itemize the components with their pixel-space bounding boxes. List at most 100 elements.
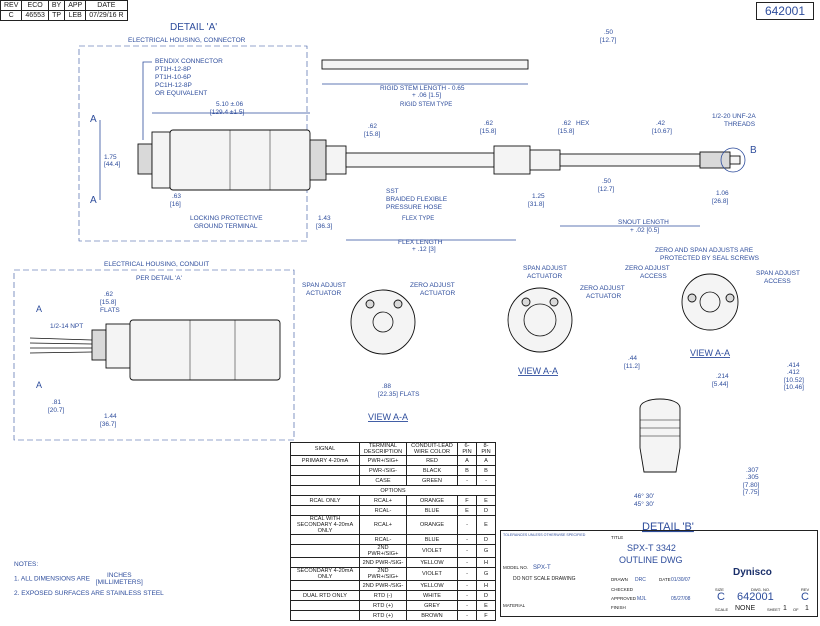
table-cell — [290, 600, 360, 611]
connector-line-2: PT1H-12-8P — [155, 66, 191, 73]
wire-header-color: CONDUIT-LEAD WIRE COLOR — [406, 442, 458, 456]
dim-143: 1.43 — [318, 215, 331, 222]
detail-b-dim-305: .305 — [746, 474, 759, 481]
table-cell: GREY — [406, 600, 458, 611]
table-cell — [290, 505, 360, 516]
dim-125: 1.25 — [532, 193, 545, 200]
hex-label: HEX — [576, 120, 590, 127]
detail-b-angle-1: 46° 30' — [634, 492, 654, 500]
table-cell: CASE — [359, 475, 407, 486]
view3-header-1: ZERO AND SPAN ADJUSTS ARE — [655, 247, 754, 254]
wiring-table: SIGNAL TERMINAL DESCRIPTION CONDUIT-LEAD… — [290, 442, 496, 621]
view1-zero-screw — [393, 299, 403, 309]
size-value: C — [717, 591, 725, 603]
approved-label: APPROVED — [611, 596, 637, 601]
view1-zero-1: ZERO ADJUST — [410, 282, 455, 289]
rev-value-tb: C — [801, 591, 809, 603]
table-cell: - — [476, 475, 496, 486]
table-cell: E — [476, 495, 496, 506]
wire-header-terminal: TERMINAL DESCRIPTION — [359, 442, 407, 456]
view2-connector — [523, 303, 557, 337]
model-label: MODEL NO. — [503, 565, 529, 570]
table-cell: SECONDARY 4-20mA ONLY — [290, 567, 360, 581]
sheet-value: 1 — [783, 605, 787, 612]
table-cell: E — [476, 515, 496, 535]
connector-line-3: PT1H-10-6P — [155, 74, 191, 81]
detail-a-housing-label: ELECTRICAL HOUSING, CONNECTOR — [128, 37, 246, 44]
threads-line-1: 1/2-20 UNF-2A — [712, 113, 756, 120]
table-cell: H — [476, 580, 496, 591]
view1-span-screw — [365, 299, 375, 309]
table-cell — [290, 610, 360, 621]
sheet-label: SHEET — [767, 607, 781, 612]
note-2: 2. EXPOSED SURFACES ARE STAINLESS STEEL — [14, 589, 164, 597]
view3-connector — [699, 291, 721, 313]
wire-header-8pin: 8-PIN — [476, 442, 496, 456]
detail-b-dim-44: .44 — [628, 355, 637, 362]
dim-63-mm: [16] — [170, 201, 181, 208]
sst-line-2: BRAIDED FLEXIBLE — [386, 196, 448, 203]
table-cell: F — [457, 495, 477, 506]
conduit-housing-view — [29, 319, 281, 381]
view3-span-2: ACCESS — [764, 278, 791, 285]
view1-zero-2: ACTUATOR — [420, 290, 455, 297]
view1-span-2: ACTUATOR — [306, 290, 341, 297]
table-cell: RCAL- — [359, 534, 407, 545]
view1-span-1: SPAN ADJUST — [302, 282, 346, 289]
table-cell: G — [476, 567, 496, 581]
locking-line-1: LOCKING PROTECTIVE — [190, 215, 263, 222]
dim-length: 5.10 ±.06 — [216, 101, 243, 108]
dim-42: .42 — [656, 120, 665, 127]
sst-line-1: SST — [386, 188, 399, 195]
model-value: SPX-T — [533, 565, 551, 571]
table-cell: 2ND PWR+/SIG+ — [359, 544, 407, 558]
thread-section — [699, 151, 731, 169]
snout-tol: + .02 [0.5] — [630, 227, 659, 234]
rigid-stem — [321, 59, 529, 70]
table-cell — [290, 557, 360, 568]
housing-neck — [309, 139, 327, 181]
dim-50b: .50 — [602, 178, 611, 185]
table-cell: VIOLET — [406, 567, 458, 581]
rev-value: C — [0, 10, 23, 21]
section-a-top: A — [90, 114, 97, 125]
detail-b-marker: B — [750, 145, 757, 156]
date-suffix: R — [118, 12, 124, 19]
view-aa-1 — [350, 289, 416, 355]
view3-zero-1: ZERO ADJUST — [625, 265, 670, 272]
title-block: TOLERANCES UNLESS OTHERWISE SPECIFIED TI… — [500, 530, 818, 617]
table-cell: ORANGE — [406, 515, 458, 535]
view2-zero-screw — [549, 297, 559, 307]
conduit-cap — [105, 323, 131, 369]
view3-title: VIEW A-A — [690, 348, 730, 358]
conduit-dim-81-mm: [20.7] — [48, 407, 64, 414]
flex-type: FLEX TYPE — [402, 216, 434, 222]
view2-span-screw — [521, 297, 531, 307]
wire-header-6pin: 6-PIN — [457, 442, 477, 456]
table-cell: VIOLET — [406, 544, 458, 558]
rigid-stem-tol: + .06 [1.5] — [412, 92, 441, 99]
drawn-by: DRC — [635, 577, 646, 583]
flex-tol: + .12 [3] — [412, 246, 436, 253]
view3-zero-2: ACCESS — [640, 273, 667, 280]
dim-62a: .62 — [368, 123, 377, 130]
conduit-section-a-top: A — [36, 304, 42, 314]
table-cell: E — [457, 505, 477, 516]
connector-leader — [142, 61, 152, 140]
table-cell: E — [476, 600, 496, 611]
table-cell: WHITE — [406, 590, 458, 601]
table-cell: ORANGE — [406, 495, 458, 506]
npt-fitting — [91, 329, 107, 361]
table-cell: YELLOW — [406, 557, 458, 568]
detail-b-dim-414-mm: [10.52] — [784, 377, 804, 384]
locking-line-2: GROUND TERMINAL — [194, 223, 258, 230]
table-cell: GREEN — [406, 475, 458, 486]
table-cell: BROWN — [406, 610, 458, 621]
dim-62a-mm: [15.8] — [364, 131, 380, 138]
table-cell: PRIMARY 4-20mA — [290, 455, 360, 466]
